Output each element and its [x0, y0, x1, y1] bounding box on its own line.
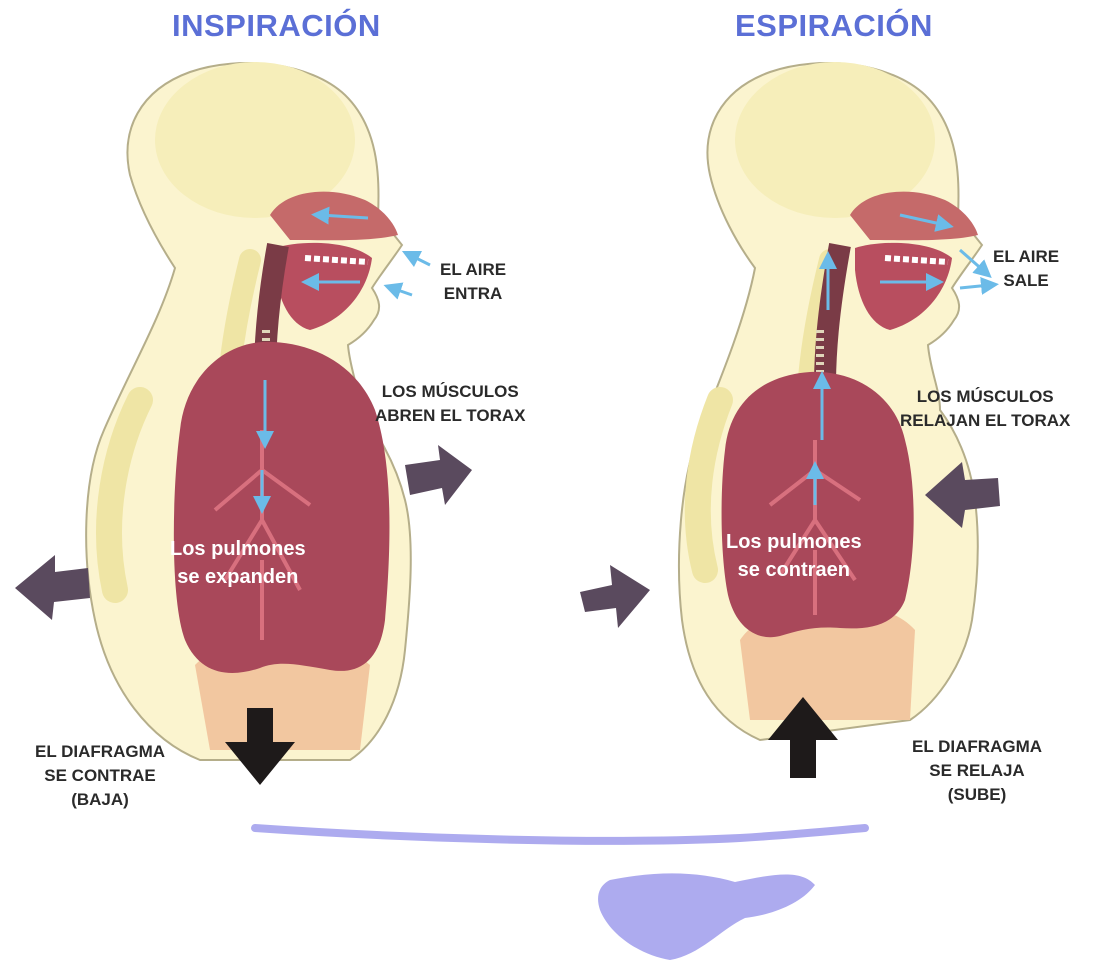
chest-expand-arrow-right: [405, 445, 472, 505]
inspiration-title: INSPIRACIÓN: [172, 8, 381, 44]
expiration-lung-label: Los pulmones se contraen: [726, 528, 862, 584]
expiration-diaphragm-label: EL DIAFRAGMA SE RELAJA (SUBE): [912, 735, 1042, 807]
expiration-muscle-label: LOS MÚSCULOS RELAJAN EL TORAX: [900, 385, 1070, 433]
inspiration-muscle-label: LOS MÚSCULOS ABREN EL TORAX: [375, 380, 526, 428]
inspiration-lung-label: Los pulmones se expanden: [170, 535, 306, 591]
chest-expand-arrow-left: [15, 555, 90, 620]
lungs: [174, 342, 390, 673]
chest-relax-arrow-left: [580, 565, 650, 628]
air-in-arrow-2: [392, 288, 412, 295]
expiration-air-label: EL AIRE SALE: [993, 245, 1059, 293]
expiration-title: ESPIRACIÓN: [735, 8, 933, 44]
air-in-arrow-1: [410, 255, 430, 265]
inspiration-air-label: EL AIRE ENTRA: [440, 258, 506, 306]
air-out-arrow-2: [960, 285, 990, 288]
watermark-swoosh: [255, 828, 865, 960]
lungs: [722, 372, 914, 637]
inspiration-diaphragm-label: EL DIAFRAGMA SE CONTRAE (BAJA): [35, 740, 165, 812]
